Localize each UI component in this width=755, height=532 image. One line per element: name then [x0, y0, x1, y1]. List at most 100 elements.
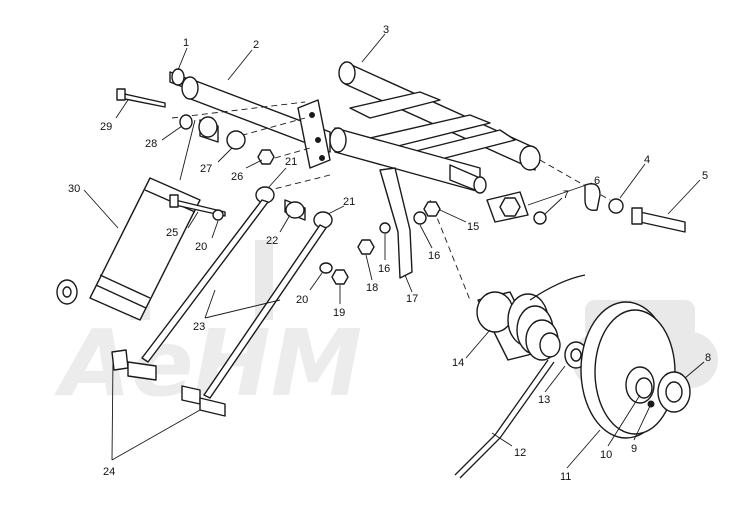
shock-ring-1 — [99, 274, 151, 299]
linkage-rods — [111, 199, 327, 417]
callout-10: 10 — [600, 449, 612, 461]
callout-14: 14 — [452, 357, 464, 369]
spring-wire-lower-2 — [459, 361, 555, 479]
dash-1 — [171, 101, 306, 119]
washer-16-left — [379, 222, 391, 234]
washer-4 — [608, 198, 624, 214]
callout-24: 24 — [103, 466, 115, 478]
callout-30: 30 — [68, 183, 80, 195]
shock-body — [89, 177, 201, 321]
leader-16b — [419, 224, 433, 249]
bushing-27 — [226, 130, 246, 150]
callout-23: 23 — [193, 321, 205, 333]
callout-13: 13 — [538, 394, 550, 406]
washer-16-right — [413, 211, 427, 225]
nut-19 — [331, 269, 349, 285]
leader-20a — [211, 220, 219, 239]
leader-30 — [83, 189, 119, 229]
callout-15: 15 — [467, 221, 479, 233]
callout-29: 29 — [100, 121, 112, 133]
leader-22 — [279, 214, 291, 233]
callout-1: 1 — [183, 37, 189, 49]
bolt-25-head — [169, 194, 179, 208]
nut-26 — [257, 149, 275, 165]
nut-18 — [357, 239, 375, 255]
leader-5 — [667, 179, 701, 215]
leader-13 — [544, 365, 566, 393]
leader-3 — [361, 33, 386, 63]
spring-wire-lower — [454, 359, 549, 476]
cross-member-1 — [349, 91, 441, 119]
leader-15 — [439, 209, 467, 223]
bushing-24-a — [111, 349, 129, 371]
callout-3: 3 — [383, 24, 389, 36]
rod-left — [141, 199, 269, 363]
bolt-5 — [639, 211, 686, 233]
dash-3 — [274, 147, 311, 159]
shock-ring-2 — [95, 284, 147, 309]
washer-7 — [533, 211, 547, 225]
callout-6: 6 — [594, 175, 600, 187]
bolt-29 — [119, 92, 166, 108]
leader-10 — [607, 394, 641, 447]
rear-stub-end — [473, 176, 487, 194]
callout-28: 28 — [145, 138, 157, 150]
leader-24b — [111, 409, 201, 461]
spacer-large-end — [198, 116, 218, 138]
callout-12: 12 — [514, 447, 526, 459]
callout-labels: 1 2 3 4 5 6 7 8 9 10 11 12 13 14 15 16 1… — [68, 24, 711, 483]
callout-18: 18 — [366, 282, 378, 294]
rail-tube-2-end — [181, 76, 199, 100]
leader-21b — [327, 205, 345, 215]
leader-14 — [465, 329, 491, 359]
spring-core — [539, 332, 561, 358]
callout-16-right: 16 — [428, 250, 440, 262]
wheel-bearing-10 — [635, 377, 653, 399]
washer-20-lower — [319, 262, 333, 274]
leader-9 — [633, 405, 651, 441]
bolt-29-head — [116, 88, 126, 101]
leader-7 — [544, 197, 563, 215]
shock-absorber — [56, 119, 201, 321]
callout-17: 17 — [406, 293, 418, 305]
dash-4 — [429, 199, 471, 301]
bushing-28 — [179, 114, 193, 130]
callout-21-right: 21 — [343, 196, 355, 208]
lower-tube-end — [329, 127, 347, 153]
leader-21a — [267, 167, 287, 189]
callout-7: 7 — [563, 189, 569, 201]
leader-18 — [365, 254, 373, 281]
rail-tube-3-end — [338, 61, 356, 85]
leader-6 — [527, 182, 593, 206]
callout-27: 27 — [200, 163, 212, 175]
callout-2: 2 — [253, 39, 259, 51]
leader-8 — [684, 361, 705, 379]
bolt-5-head — [631, 207, 643, 225]
side-plate-hole-1 — [309, 112, 315, 118]
side-plate — [297, 99, 331, 169]
leader-26 — [245, 159, 263, 169]
adjuster-nut — [499, 197, 521, 217]
leader-11 — [566, 429, 601, 469]
rod-right — [203, 224, 327, 399]
spring-bushing-end — [476, 291, 514, 333]
callout-16-left: 16 — [378, 263, 390, 275]
dash-5 — [539, 159, 611, 201]
watermark-text: AeHM — [54, 310, 362, 417]
leader-23b — [204, 299, 281, 319]
leader-4 — [619, 163, 646, 199]
nut-15 — [423, 201, 441, 217]
swing-arm-assembly — [169, 61, 541, 279]
leader-12 — [491, 432, 513, 447]
callout-21-left: 21 — [285, 156, 297, 168]
leader-27 — [217, 147, 233, 163]
assembly-dashes — [171, 101, 611, 301]
callout-20-lower: 20 — [296, 294, 308, 306]
leader-20b — [309, 272, 323, 291]
leader-lines — [83, 33, 705, 469]
leader-23a — [204, 289, 216, 319]
bushing-24-d — [199, 397, 226, 417]
rail-rod-1-end — [171, 68, 185, 86]
wheel-snap-ring-9 — [647, 400, 655, 408]
